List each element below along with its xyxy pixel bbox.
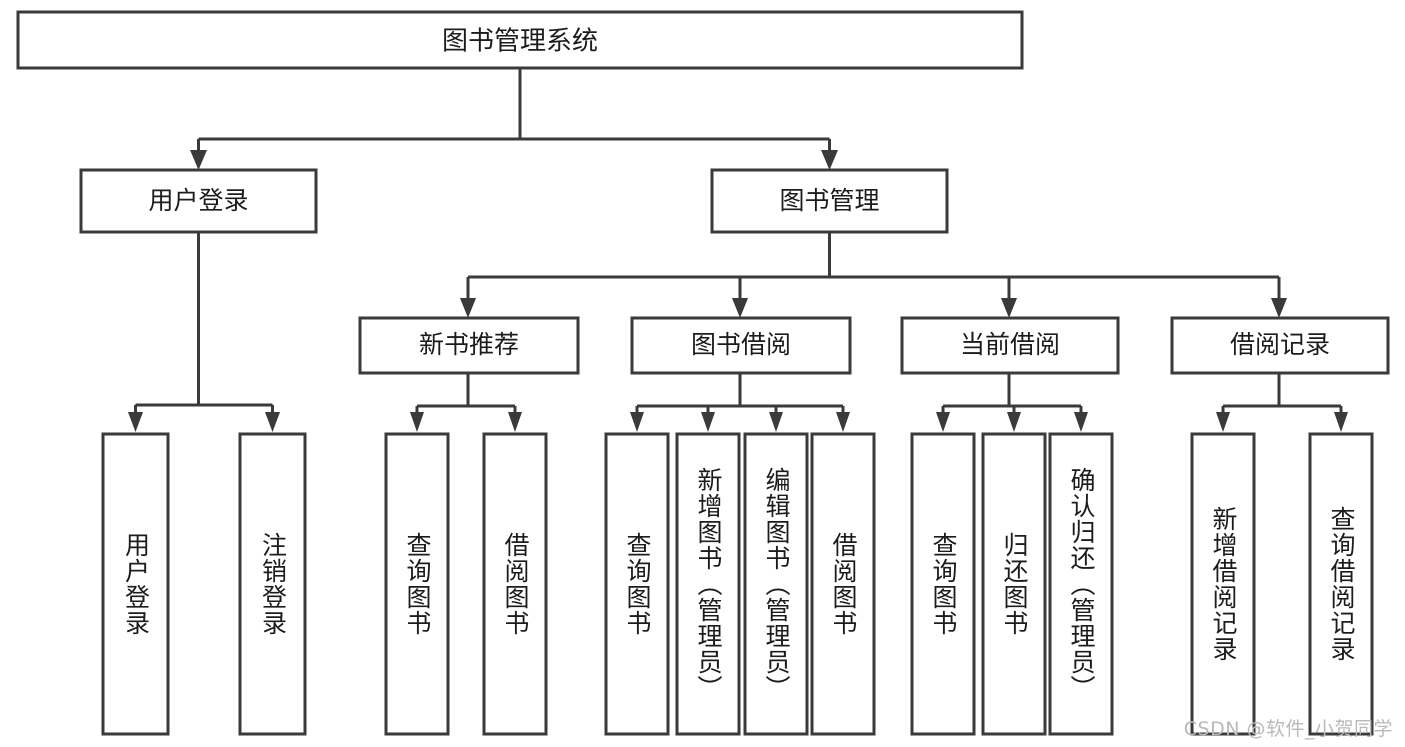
node-leaf-query-book-3-box[interactable]	[910, 432, 976, 736]
arrow-to-book-borrow	[732, 298, 748, 318]
arrow-current-borrow-l2	[1007, 412, 1021, 432]
node-book-manage-box[interactable]	[710, 168, 949, 234]
arrow-borrow-record-l1	[1216, 412, 1230, 432]
arrow-root-to-book-manage	[821, 150, 838, 170]
arrow-book-borrow-l4	[836, 412, 850, 432]
arrow-to-current-borrow	[1001, 298, 1017, 318]
node-user-login-label: 用户登录	[148, 186, 248, 215]
node-borrow-record-box[interactable]	[1170, 316, 1390, 375]
node-leaf-query-record-box[interactable]	[1308, 432, 1374, 736]
node-leaf-add-record-box[interactable]	[1190, 432, 1256, 736]
arrow-borrow-record-l2	[1334, 412, 1348, 432]
node-leaf-borrow-book-2-box[interactable]	[810, 432, 876, 736]
node-root-label: 图书管理系统	[442, 27, 598, 57]
watermark-text: CSDN @软件_小贺同学	[1183, 718, 1393, 740]
arrow-new-book-rec-l1	[410, 412, 424, 432]
node-leaf-return-book-box[interactable]	[981, 432, 1047, 736]
edges-layer	[128, 68, 1348, 432]
node-current-borrow-box[interactable]	[900, 316, 1120, 375]
node-leaf-edit-book-box[interactable]	[743, 432, 809, 736]
nodes-layer: 图书管理系统 用户登录 图书管理 新书推荐 图书借阅 当前借阅 借阅记录	[16, 10, 1390, 736]
arrow-book-borrow-l1	[630, 412, 644, 432]
node-root-box[interactable]	[16, 10, 1024, 70]
arrow-root-to-user-login	[190, 150, 207, 170]
arrow-book-borrow-l2	[701, 412, 715, 432]
node-leaf-logout-box[interactable]	[238, 432, 307, 736]
arrow-to-new-book-rec	[460, 298, 476, 318]
node-leaf-query-book-2-box[interactable]	[604, 432, 670, 736]
node-leaf-confirm-return-box[interactable]	[1048, 432, 1114, 736]
arrow-new-book-rec-l2	[508, 412, 522, 432]
node-leaf-user-login-box[interactable]	[101, 432, 170, 736]
node-user-login-box[interactable]	[79, 168, 318, 234]
node-borrow-record-label: 借阅记录	[1230, 330, 1330, 359]
arrow-current-borrow-l1	[936, 412, 950, 432]
node-new-book-rec-box[interactable]	[358, 316, 580, 375]
node-leaf-query-book-1-box[interactable]	[384, 432, 450, 736]
node-current-borrow-label: 当前借阅	[960, 330, 1060, 359]
arrow-user-login-to-leaf-2	[265, 412, 280, 432]
arrow-user-login-to-leaf-1	[128, 412, 143, 432]
arrow-to-borrow-record	[1271, 298, 1287, 318]
node-leaf-add-book-box[interactable]	[675, 432, 741, 736]
arrow-book-borrow-l3	[769, 412, 783, 432]
node-book-borrow-label: 图书借阅	[691, 330, 791, 359]
arrow-current-borrow-l3	[1074, 412, 1088, 432]
node-leaf-borrow-book-1-box[interactable]	[482, 432, 548, 736]
node-book-manage-label: 图书管理	[779, 186, 879, 215]
node-book-borrow-box[interactable]	[630, 316, 852, 375]
node-new-book-rec-label: 新书推荐	[419, 330, 519, 359]
